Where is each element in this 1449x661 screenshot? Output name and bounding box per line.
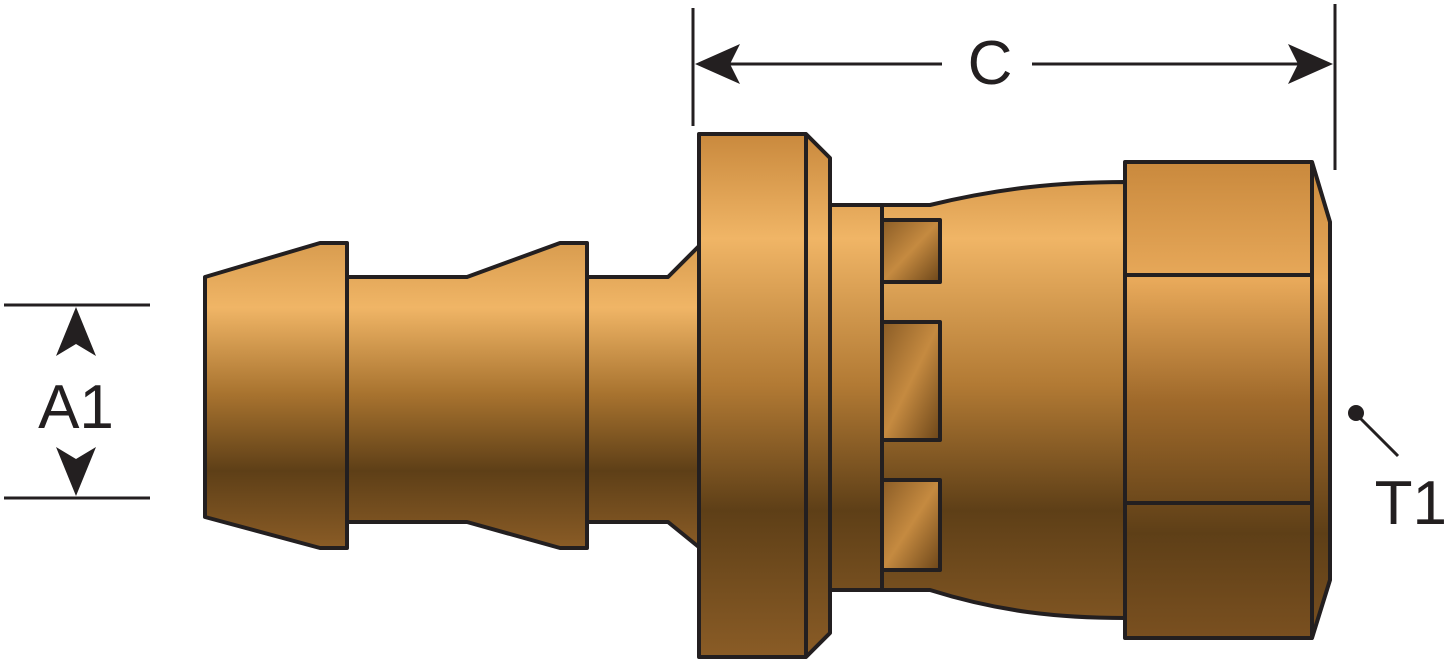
dimension-a1-label: A1 bbox=[38, 373, 114, 442]
arrow-up-icon bbox=[56, 307, 96, 356]
dimension-c-label: C bbox=[968, 29, 1013, 98]
dimension-c: C bbox=[691, 4, 1337, 170]
barbed-stem bbox=[203, 241, 702, 550]
crimp-slot bbox=[880, 320, 942, 442]
dimension-a1: A1 bbox=[4, 303, 150, 500]
arrow-left-icon bbox=[695, 44, 740, 84]
arrow-right-icon bbox=[1288, 44, 1333, 84]
crimp-slot bbox=[880, 218, 942, 284]
swivel-body bbox=[828, 180, 1127, 620]
flange-collar bbox=[697, 132, 832, 659]
arrow-down-icon bbox=[56, 447, 96, 496]
callout-t1: T1 bbox=[1348, 405, 1447, 538]
crimp-slot bbox=[880, 478, 942, 572]
hex-nut bbox=[1123, 160, 1332, 640]
callout-dot bbox=[1348, 405, 1364, 421]
callout-t1-label: T1 bbox=[1375, 469, 1447, 538]
